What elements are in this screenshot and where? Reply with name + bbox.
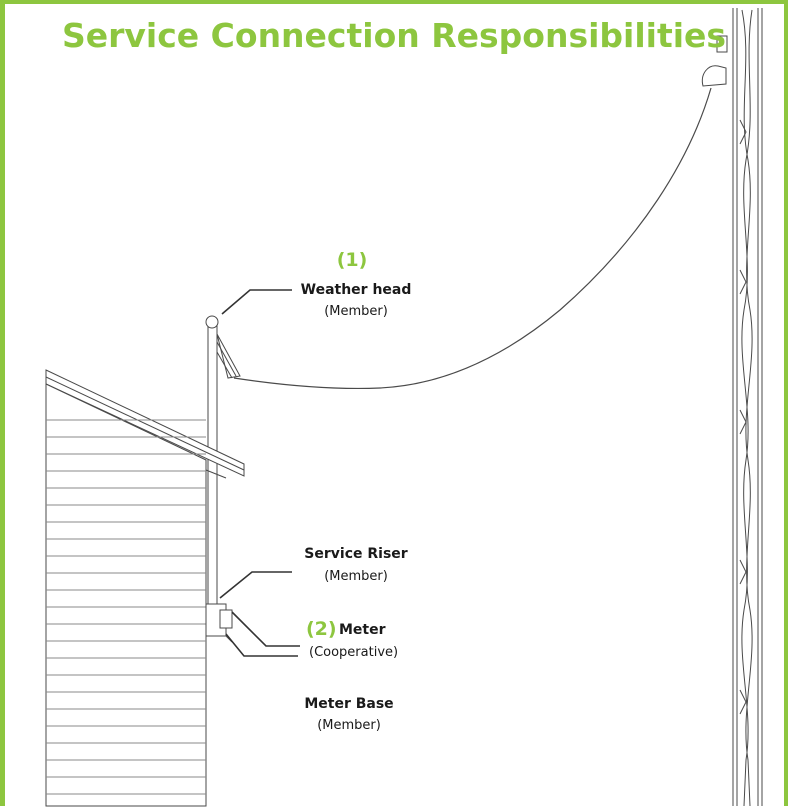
- meter-base-label: Meter Base: [304, 696, 394, 712]
- service-drop-cable: [233, 87, 712, 390]
- house: [45, 369, 245, 807]
- meter-assembly: [205, 603, 233, 643]
- service-riser-responsibility: (Member): [324, 569, 388, 584]
- weather-head-label: Weather head: [300, 282, 412, 298]
- service-riser-label: Service Riser: [304, 546, 408, 562]
- meter-number: (2): [306, 618, 337, 640]
- meter-base-responsibility: (Member): [317, 718, 381, 733]
- utility-pole: [732, 8, 763, 807]
- pole-attachment: [701, 35, 728, 87]
- meter-responsibility: (Cooperative): [309, 645, 399, 660]
- leader-lines: [219, 289, 300, 657]
- house-siding: [46, 419, 206, 795]
- weather-head-number: (1): [336, 249, 368, 271]
- page-title: Service Connection Responsibilities: [62, 16, 727, 55]
- meter-label: Meter: [339, 622, 386, 638]
- weather-head-mast: [205, 315, 241, 627]
- weather-head-responsibility: (Member): [324, 304, 388, 319]
